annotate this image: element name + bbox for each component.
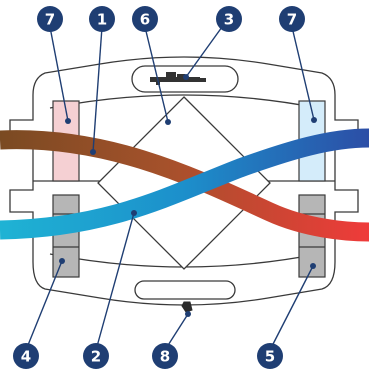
bottom-slot	[134, 280, 236, 300]
svg-text:1: 1	[97, 11, 107, 29]
callout-5: 5	[257, 343, 283, 369]
svg-text:2: 2	[91, 348, 101, 366]
svg-text:7: 7	[45, 11, 55, 29]
extract-air-stream	[0, 130, 369, 242]
callout-3: 3	[216, 6, 242, 32]
callout-2: 2	[83, 343, 109, 369]
svg-text:8: 8	[160, 348, 170, 366]
inner-top-arc	[49, 94, 319, 109]
callout-6: 6	[132, 6, 158, 32]
callout-badges: 7 1 6 3 7 4 2 8	[13, 6, 305, 369]
supply-air-stream	[0, 128, 369, 240]
svg-text:6: 6	[140, 11, 150, 29]
leader-lines	[25, 26, 315, 351]
callout-4: 4	[13, 343, 39, 369]
svg-text:5: 5	[265, 348, 275, 366]
leader-dots	[59, 74, 317, 317]
damper-left	[52, 194, 80, 278]
svg-text:3: 3	[224, 11, 234, 29]
sensor-icon	[181, 301, 193, 313]
callout-7-right: 7	[279, 6, 305, 32]
callout-1: 1	[89, 6, 115, 32]
svg-text:7: 7	[287, 11, 297, 29]
callout-7-left: 7	[37, 6, 63, 32]
callout-8: 8	[152, 343, 178, 369]
svg-text:4: 4	[21, 348, 31, 366]
